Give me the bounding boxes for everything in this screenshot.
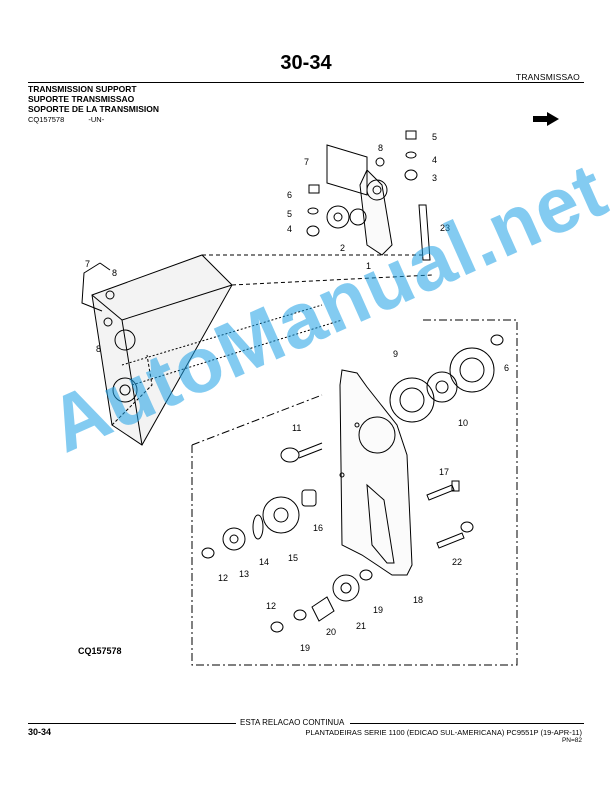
washer-19-right bbox=[359, 569, 373, 581]
callout-12-bottom: 12 bbox=[266, 601, 276, 611]
housing-sprocket-bottom bbox=[112, 377, 138, 403]
callout-19-right: 19 bbox=[373, 605, 383, 615]
callout-14: 14 bbox=[259, 557, 269, 567]
callout-3-mid: 4 bbox=[287, 224, 292, 234]
reference-code: CQ157578 bbox=[28, 115, 65, 124]
sprocket-15 bbox=[262, 496, 300, 534]
callout-19-left: 19 bbox=[300, 643, 310, 653]
callout-12-left: 12 bbox=[218, 573, 228, 583]
callout-23: 23 bbox=[440, 223, 450, 233]
footer-pn: PN=82 bbox=[561, 737, 582, 744]
callout-6: 6 bbox=[504, 363, 509, 373]
nut-12-bottom bbox=[270, 621, 284, 633]
callout-1: 1 bbox=[366, 261, 371, 271]
callout-20: 20 bbox=[326, 627, 336, 637]
bolt-22 bbox=[436, 532, 465, 549]
callout-5-top: 5 bbox=[432, 132, 437, 142]
callout-11: 11 bbox=[292, 423, 301, 433]
chain bbox=[418, 204, 431, 261]
transmission-housing bbox=[91, 254, 433, 446]
footer-rule-left bbox=[28, 723, 236, 724]
flange-plate-back bbox=[449, 347, 495, 393]
shaft-20 bbox=[311, 596, 335, 622]
callout-8-left-bottom: 8 bbox=[96, 344, 101, 354]
footer-publication-title: PLANTADEIRAS SERIE 1100 (EDICAO SUL-AMER… bbox=[305, 728, 582, 737]
footer-page-number: 30-34 bbox=[28, 727, 52, 737]
detail-boundary bbox=[191, 319, 518, 666]
callout-4-mid: 5 bbox=[287, 209, 292, 219]
u-bolt-upper bbox=[326, 144, 368, 196]
u-bolt-left bbox=[81, 262, 111, 312]
callout-8-top: 8 bbox=[378, 143, 383, 153]
nut-4-top bbox=[405, 151, 417, 159]
continuation-note: ESTA RELACAO CONTINUA bbox=[240, 718, 345, 727]
snap-ring-14 bbox=[252, 514, 264, 540]
spacer-16 bbox=[301, 489, 317, 507]
nut-8-top bbox=[375, 157, 385, 167]
title-spanish: SOPORTE DE LA TRANSMISION bbox=[28, 104, 159, 114]
sprocket-21 bbox=[332, 574, 360, 602]
bolt-17 bbox=[426, 484, 455, 501]
title-portuguese: SUPORTE TRANSMISSAO bbox=[28, 94, 135, 104]
callout-labels: 5 4 3 8 7 6 5 4 2 1 23 7 8 8 9 6 10 11 1… bbox=[85, 132, 509, 653]
bushing-3-mid bbox=[306, 225, 320, 237]
carriage-bolt-11 bbox=[280, 447, 300, 463]
callout-7-left: 7 bbox=[85, 259, 90, 269]
callout-22: 22 bbox=[452, 557, 462, 567]
nut-6 bbox=[490, 334, 504, 346]
bearing-13 bbox=[222, 527, 246, 551]
title-english: TRANSMISSION SUPPORT bbox=[28, 84, 137, 94]
illustration-code: CQ157578 bbox=[78, 646, 122, 656]
sprocket-2 bbox=[326, 205, 350, 229]
callout-3-top: 3 bbox=[432, 173, 437, 183]
callout-4-top: 4 bbox=[432, 155, 437, 165]
sprocket-2b bbox=[349, 208, 367, 226]
callout-8-left-top: 8 bbox=[112, 268, 117, 278]
header-rule bbox=[28, 82, 584, 83]
callout-5-mid: 6 bbox=[287, 190, 292, 200]
callout-21: 21 bbox=[356, 621, 366, 631]
footer-rule-right bbox=[350, 723, 584, 724]
callout-9: 9 bbox=[393, 349, 398, 359]
washer-19-left bbox=[293, 609, 307, 621]
bolt-5-top bbox=[405, 130, 417, 140]
section-titles: TRANSMISSION SUPPORT SUPORTE TRANSMISSAO… bbox=[28, 84, 159, 114]
reference-suffix: -UN- bbox=[88, 115, 105, 124]
section-label: TRANSMISSAO bbox=[515, 72, 580, 82]
nut-4-mid bbox=[307, 207, 319, 215]
bolt-5-mid bbox=[308, 184, 320, 194]
upper-sprocket bbox=[366, 179, 388, 201]
upper-bracket bbox=[359, 169, 393, 256]
nut-8-left-bottom bbox=[103, 317, 113, 327]
direction-arrow-icon bbox=[533, 112, 559, 126]
callout-7-top: 7 bbox=[304, 157, 309, 167]
callout-17: 17 bbox=[439, 467, 449, 477]
housing-sprocket-top bbox=[114, 329, 136, 351]
support-plate bbox=[339, 369, 413, 576]
callout-15: 15 bbox=[288, 553, 298, 563]
exploded-parts-diagram: 5 4 3 8 7 6 5 4 2 1 23 7 8 8 9 6 10 11 1… bbox=[81, 130, 518, 666]
nut-8-left-top bbox=[105, 290, 115, 300]
plate-bore bbox=[358, 416, 396, 454]
reference-line: CQ157578 -UN- bbox=[28, 115, 104, 124]
plate-slot bbox=[366, 483, 395, 564]
bearing bbox=[426, 371, 458, 403]
callout-2: 2 bbox=[340, 243, 345, 253]
nut-12-left bbox=[201, 547, 215, 559]
callout-18: 18 bbox=[413, 595, 423, 605]
callout-16: 16 bbox=[313, 523, 323, 533]
callout-13: 13 bbox=[239, 569, 249, 579]
bushing-3-top bbox=[404, 169, 418, 181]
callout-10: 10 bbox=[458, 418, 468, 428]
page-number-heading: 30-34 bbox=[280, 52, 332, 74]
